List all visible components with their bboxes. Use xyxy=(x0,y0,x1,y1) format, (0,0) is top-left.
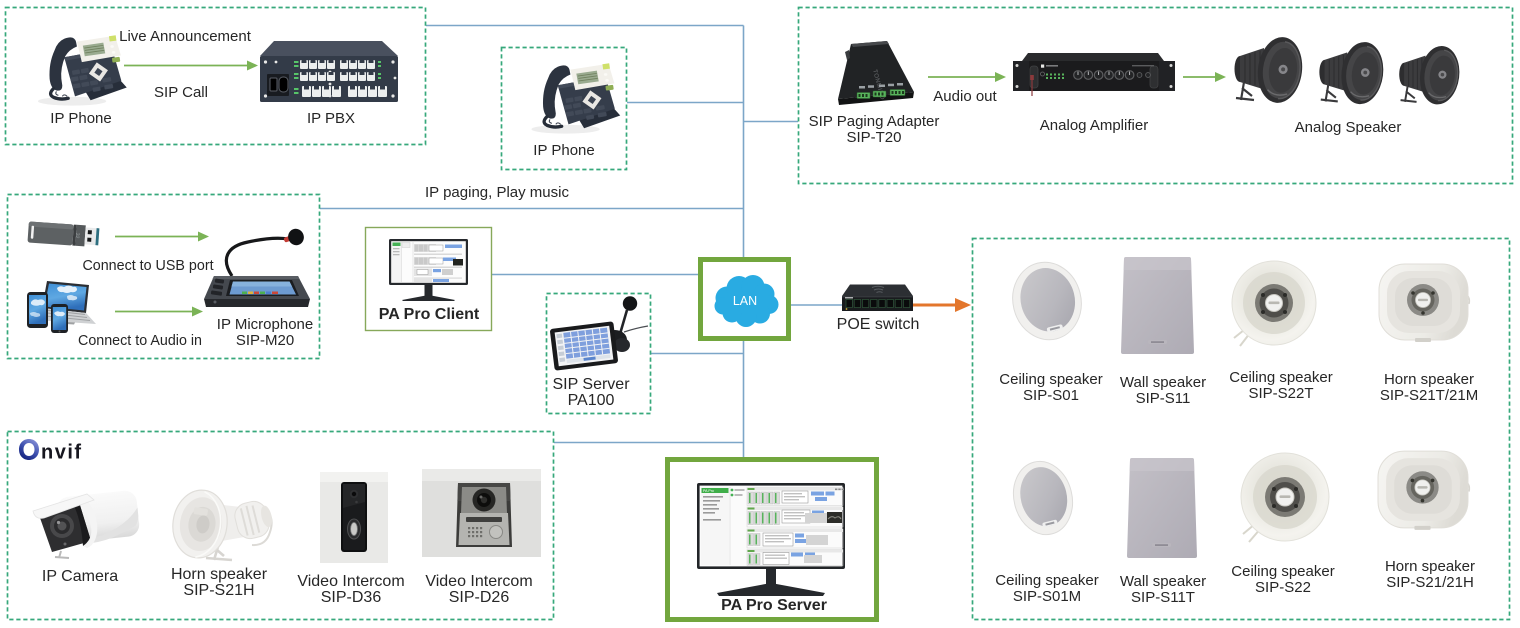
svg-text:PA Pro: PA Pro xyxy=(703,489,714,493)
svg-text:nvif: nvif xyxy=(41,442,83,464)
svg-text:LAN: LAN xyxy=(733,294,757,308)
svg-text:32: 32 xyxy=(74,233,80,239)
